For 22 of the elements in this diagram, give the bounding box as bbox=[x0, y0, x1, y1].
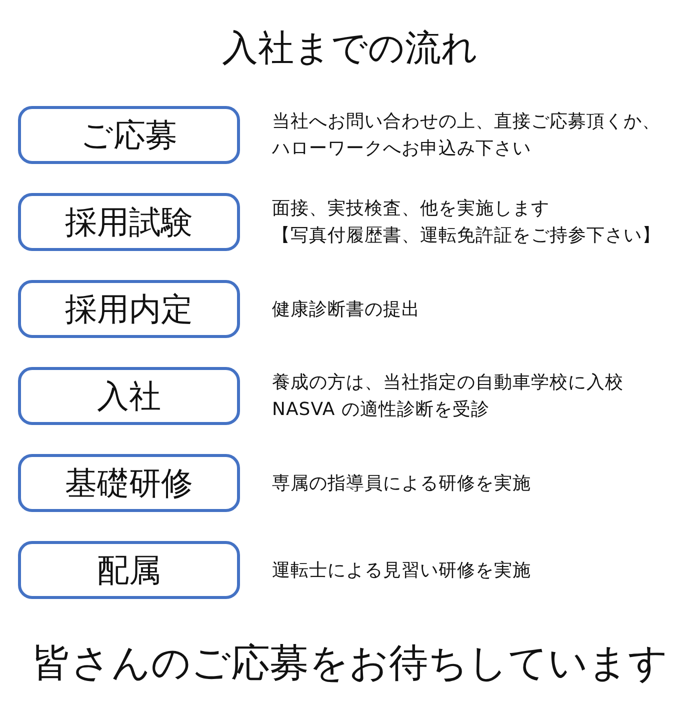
step-description: 健康診断書の提出 bbox=[272, 298, 421, 322]
step-label: 採用試験 bbox=[65, 202, 193, 242]
step-label: 配属 bbox=[97, 550, 161, 590]
step-box bbox=[18, 106, 240, 164]
step-description: 養成の方は、当社指定の自動車学校に入校 bbox=[272, 371, 624, 395]
step-description: NASVA の適性診断を受診 bbox=[272, 398, 490, 422]
step-box bbox=[18, 541, 240, 599]
step-box bbox=[18, 367, 240, 425]
caption: 皆さんのご応募をお待ちしています bbox=[31, 640, 669, 688]
step-box bbox=[18, 280, 240, 338]
step-label: 入社 bbox=[97, 376, 161, 416]
title: 入社までの流れ bbox=[221, 27, 479, 71]
step-description: 面接、実技検査、他を実施します bbox=[272, 197, 550, 221]
step-description: 運転士による見習い研修を実施 bbox=[272, 558, 532, 582]
step-label: ご応募 bbox=[80, 115, 178, 155]
step-box bbox=[18, 454, 240, 512]
step-box bbox=[18, 193, 240, 251]
step-description: 専属の指導員による研修を実施 bbox=[272, 472, 532, 496]
step-description: 当社へお問い合わせの上、直接ご応募頂くか、ハローワークへお申込み下さい bbox=[272, 110, 662, 161]
step-label: 基礎研修 bbox=[65, 463, 193, 503]
step-label: 採用内定 bbox=[65, 289, 193, 329]
step-description: 【写真付履歴書、運転免許証をご持参下さい】 bbox=[272, 224, 662, 248]
